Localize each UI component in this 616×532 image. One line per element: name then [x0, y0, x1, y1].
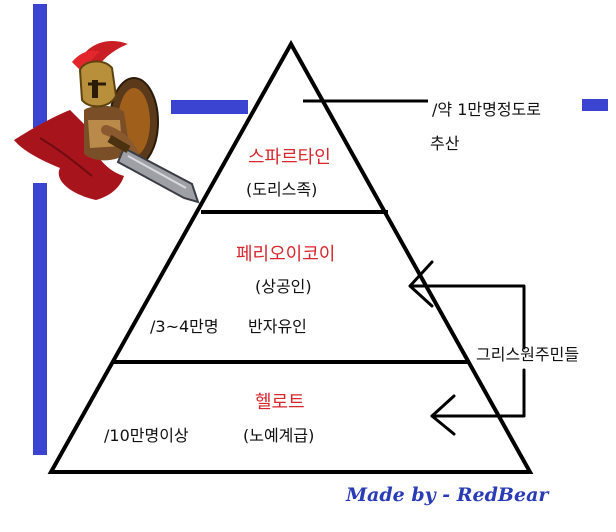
- tier-population-helots: /10만명이상: [104, 426, 189, 445]
- accent-bar-right: [582, 99, 608, 111]
- annotation-top-estimate: 추산: [430, 134, 460, 153]
- arrow-to-perioikoi: [410, 284, 526, 350]
- tier-population-perioikoi: /3~4만명: [150, 317, 219, 336]
- tier-status-semi-free: 반자유인: [248, 317, 307, 336]
- annotation-greek-natives: 그리스원주민들: [476, 345, 580, 364]
- tier-status-slave: (노예계급): [243, 426, 315, 445]
- natives-bracket-arrows: [408, 260, 526, 436]
- spartan-warrior-icon: [14, 40, 200, 204]
- arrowhead-helots: [430, 394, 456, 436]
- arrowhead-perioikoi: [408, 260, 434, 308]
- annotation-top-population: /약 1만명정도로: [432, 100, 541, 119]
- tier-title-helots: 헬로트: [255, 392, 305, 413]
- pyramid-outline: [47, 39, 534, 474]
- arrow-to-helots: [430, 368, 526, 418]
- accent-bar-top-left: [33, 4, 47, 128]
- tier-title-perioikoi: 페리오이코이: [236, 244, 336, 265]
- tier-subtitle-merchants: (상공인): [255, 277, 312, 296]
- tier-title-spartiates: 스파르타인: [248, 147, 331, 168]
- accent-bar-upper: [171, 100, 248, 114]
- author-credit: Made by - RedBear: [346, 484, 549, 506]
- tier-subtitle-doric: (도리스족): [246, 180, 318, 199]
- accent-bar-left: [33, 183, 47, 455]
